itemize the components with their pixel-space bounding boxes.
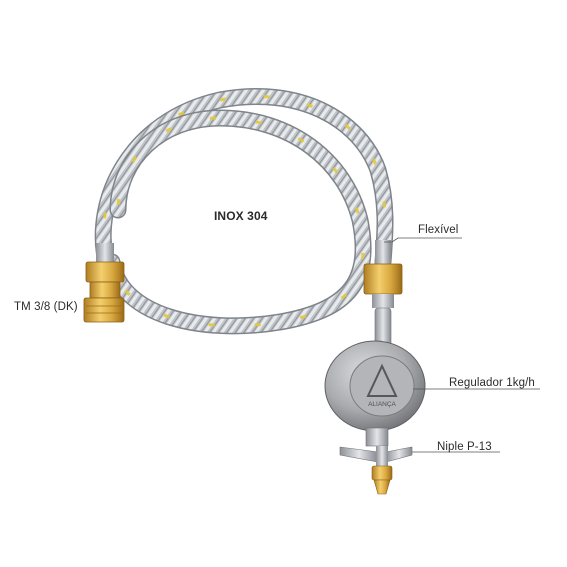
gas-regulator: ALIANÇA [324, 340, 426, 447]
connector-label: TM 3/8 (DK) [14, 301, 78, 313]
nipple-p13 [339, 446, 413, 495]
material-label: INOX 304 [214, 209, 268, 223]
regulator-brand-text: ALIANÇA [368, 401, 396, 408]
nipple-label: Niple P-13 [437, 441, 492, 453]
hose-label: Flexível [418, 224, 459, 236]
brass-connector-right [363, 240, 403, 349]
regulator-label: Regulador 1kg/h [449, 377, 535, 389]
braided-hose [94, 88, 394, 335]
brass-connector-left [83, 243, 125, 323]
leader-lines [384, 237, 540, 453]
